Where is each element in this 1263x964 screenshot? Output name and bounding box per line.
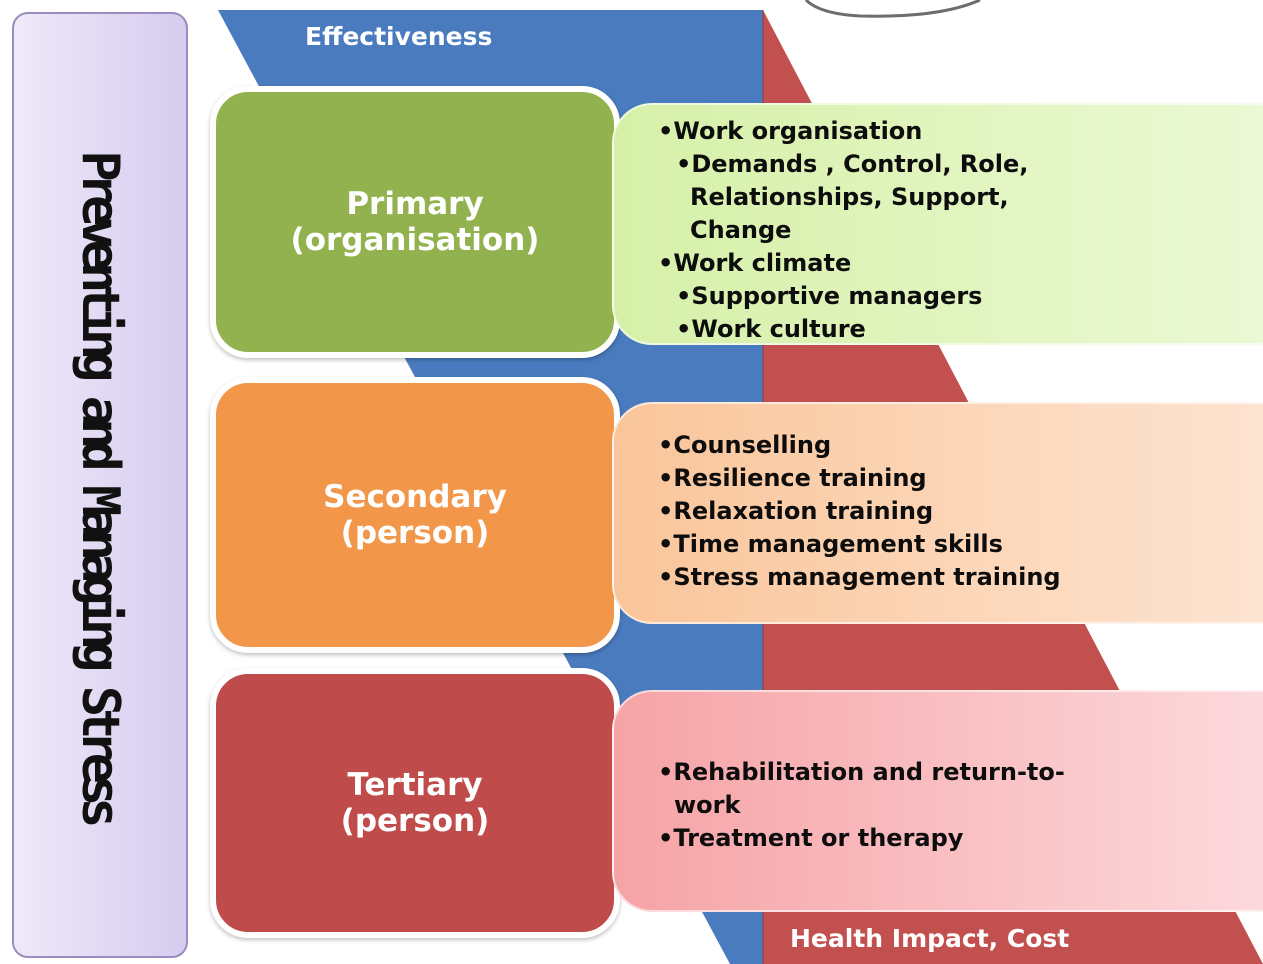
level-title: Secondary [323,479,507,515]
bullet-item: •Demands , Control, Role, [676,150,1029,178]
bullet-item: •Relaxation training [658,497,934,525]
bullet-item: •Supportive managers [676,282,983,310]
bullet-item: •Work organisation [658,117,923,145]
bullet-item-continuation: Change [690,216,792,244]
level-subtitle: (organisation) [290,222,540,258]
bullet-item-continuation: Relationships, Support, [690,183,1009,211]
bullet-item: •Work culture [676,315,866,343]
tertiary-level-box: Tertiary (person) [210,668,620,938]
side-panel [12,12,188,958]
bullet-item: •Rehabilitation and return-to- [658,758,1065,786]
bullet-item: •Time management skills [658,530,1003,558]
secondary-level-box: Secondary (person) [210,377,620,653]
level-subtitle: (person) [340,515,490,551]
effectiveness-label: Effectiveness [305,22,493,51]
bullet-item: •Counselling [658,431,832,459]
bullet-item: •Stress management training [658,563,1061,591]
primary-detail-panel: •Work organisation •Demands , Control, R… [612,103,1263,345]
tertiary-detail-panel: •Rehabilitation and return-to- work •Tre… [612,690,1263,912]
side-title: Preventing and Managing Stress [70,150,130,820]
logo-fragment [804,0,981,18]
level-subtitle: (person) [340,803,490,839]
level-title: Tertiary [347,767,483,803]
bullet-item: •Resilience training [658,464,927,492]
secondary-detail-panel: •Counselling •Resilience training •Relax… [612,402,1263,624]
health-impact-cost-label: Health Impact, Cost [790,924,1070,953]
bullet-item-continuation: work [674,791,741,819]
bullet-item: •Treatment or therapy [658,824,964,852]
level-title: Primary [346,186,484,222]
bullet-item: •Work climate [658,249,852,277]
primary-level-box: Primary (organisation) [210,86,620,358]
